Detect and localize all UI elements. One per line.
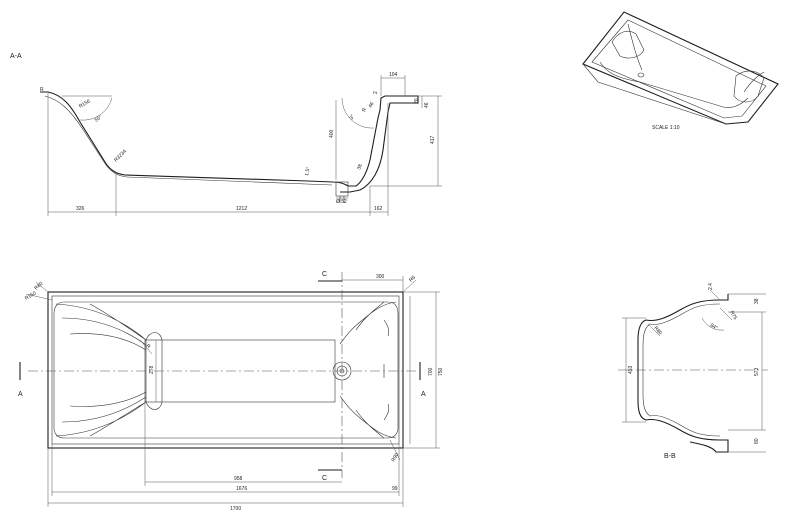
dim-angle-right: 3°	[349, 114, 357, 121]
section-b-b-title: B-B	[664, 453, 676, 460]
dim-floor-length: 1212	[236, 206, 247, 212]
dim-top-right: 300	[376, 274, 385, 280]
section-a-a-title: A-A	[10, 53, 22, 60]
dim-inner-width: 700	[428, 367, 434, 376]
dim-rim-right: 99	[392, 486, 398, 492]
iso-drain-hole	[637, 72, 645, 78]
dim-right-offset: 162	[374, 206, 383, 212]
section-b-b: 493 573 38 80 2.4 84° R75 R80 B-B	[618, 283, 768, 460]
dim-top-small: 2.4	[708, 283, 714, 290]
plan-bowl	[53, 301, 399, 439]
plan-headrest-pleats	[55, 303, 147, 437]
dim-radius-left: R156	[78, 98, 92, 109]
marker-a-left: A	[18, 391, 23, 398]
dim-leader	[402, 279, 417, 293]
dim-leader	[35, 281, 49, 293]
marker-c-bottom: C	[322, 475, 327, 482]
dim-rim-small: 46	[424, 102, 430, 108]
angle-arc-left	[79, 97, 113, 121]
section-b-b-profile	[637, 294, 729, 453]
dim-outer-width: 750	[438, 367, 444, 376]
dim-small-38: 38	[356, 163, 364, 170]
dim-top-width: 104	[389, 72, 398, 78]
dim-leader	[139, 339, 153, 355]
marker-c-top: C	[322, 271, 327, 278]
dim-leader	[647, 323, 661, 337]
dim-r-small-plan: R	[145, 343, 152, 350]
dim-r-bottom: R90	[391, 452, 401, 463]
dim-right-height: 573	[754, 367, 760, 376]
iso-footrest	[733, 70, 765, 103]
plan-headrest	[145, 332, 163, 410]
dim-drain: Ø 52	[336, 199, 347, 205]
section-a-a-inner-profile	[44, 95, 333, 186]
isometric-view: SCALE 1:10	[582, 11, 779, 131]
section-a-a-profile	[40, 91, 419, 193]
iso-outer-rim	[582, 11, 779, 125]
section-a-a: A-A 417 400 326 1212 162 104 20 46 2 46 …	[10, 53, 442, 216]
dim-left-offset: 326	[76, 206, 85, 212]
dim-leader	[25, 293, 53, 301]
plan-view: C C A A 300 R6 R80 R150 R 278 700 750 R9…	[18, 271, 444, 512]
iso-base-edge	[582, 63, 727, 125]
dim-corner-radius: R	[40, 87, 44, 93]
dim-leader	[389, 439, 401, 461]
iso-scale-caption: SCALE 1:10	[652, 125, 680, 131]
dim-floor-len: 958	[234, 476, 243, 482]
iso-basin	[599, 23, 765, 108]
dim-r-shoulder: R75	[728, 310, 738, 321]
dim-corner-radius-plan: R6	[408, 274, 417, 283]
dim-slope: 1.5°	[304, 166, 311, 176]
dim-small-46: 46	[368, 101, 376, 109]
dim-radius-curve: R3234	[113, 149, 128, 164]
dim-r-left: R80	[652, 325, 663, 336]
marker-a-right: A	[421, 391, 426, 398]
dim-leader	[709, 289, 721, 301]
plan-inner-rim	[51, 295, 400, 445]
iso-inner-rim	[591, 19, 767, 119]
dim-angle-b: 84°	[709, 323, 719, 332]
dim-left-radius: R150	[24, 290, 38, 301]
angle-arc-right	[341, 97, 375, 129]
dim-rim-step: 20	[414, 98, 420, 104]
dim-leader	[719, 307, 733, 321]
dim-small-2: 2	[373, 91, 379, 94]
dim-angle-left: 55°	[94, 114, 104, 123]
dim-overall-length: 1700	[230, 506, 241, 512]
dim-small-r: R	[361, 107, 368, 113]
dim-left-height: 493	[628, 365, 634, 374]
dim-rim-bottom: 80	[754, 438, 760, 444]
dim-inner-len: 1676	[236, 486, 247, 492]
drain-outlet	[335, 181, 349, 197]
angle-arc-b	[701, 317, 725, 331]
dim-left-small: R80	[33, 281, 44, 292]
dim-overall-height: 417	[430, 135, 436, 144]
dim-inner-depth: 400	[329, 129, 335, 138]
plan-footrest-pleats	[339, 301, 397, 439]
iso-headrest	[611, 30, 645, 59]
dim-rim-top: 38	[754, 298, 760, 304]
plan-outer-rim	[47, 291, 404, 449]
dim-headrest: 278	[149, 365, 155, 374]
